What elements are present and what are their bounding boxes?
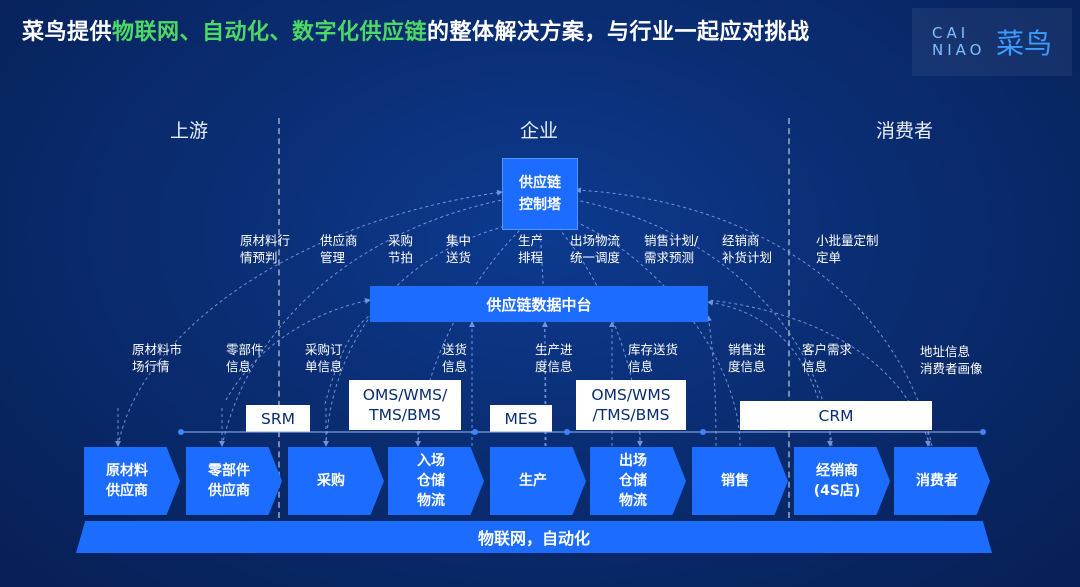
- system-oms-outbound: OMS/WMS /TMS/BMS: [576, 380, 686, 430]
- mid-label: 采购订 单信息: [305, 342, 343, 374]
- section-upstream: 上游: [170, 120, 209, 142]
- stage-raw-material-supplier: 原材料 供应商: [84, 447, 180, 515]
- page-title: 菜鸟提供物联网、自动化、数字化供应链的整体解决方案，与行业一起应对挑战: [22, 14, 810, 46]
- top-label: 集中 送货: [446, 233, 472, 265]
- divider-right: [788, 118, 790, 518]
- mid-label: 生产进 度信息: [535, 342, 573, 374]
- bus-dot: [472, 429, 478, 435]
- stage-production: 生产: [490, 447, 586, 515]
- system-bus-line: [180, 431, 984, 433]
- top-label: 生产 排程: [518, 233, 544, 265]
- top-label: 原材料行 情预判: [240, 233, 291, 265]
- mid-label: 送货 信息: [442, 342, 468, 374]
- divider-left: [278, 118, 280, 518]
- stage-procurement: 采购: [288, 447, 384, 515]
- top-label: 采购 节拍: [388, 233, 414, 265]
- stage-sales: 销售: [692, 447, 788, 515]
- top-label: 供应商 管理: [320, 233, 358, 265]
- mid-label: 地址信息 消费者画像: [920, 344, 983, 376]
- data-platform: 供应链数据中台: [370, 286, 708, 322]
- stage-outbound-logistics: 出场 仓储 物流: [590, 447, 686, 515]
- bus-dot: [700, 429, 706, 435]
- system-mes: MES: [490, 405, 552, 432]
- bus-dot: [980, 429, 986, 435]
- stage-consumer: 消费者: [894, 447, 990, 515]
- top-label: 经销商 补货计划: [722, 233, 773, 265]
- stage-dealer: 经销商 (4S店): [794, 447, 890, 515]
- top-label: 出场物流 统一调度: [570, 233, 621, 265]
- cainiao-logo: CAI NIAO 菜鸟: [912, 8, 1072, 76]
- top-label: 小批量定制 定单: [816, 233, 879, 265]
- mid-label: 零部件 信息: [226, 342, 264, 374]
- iot-automation-base: 物联网，自动化: [76, 521, 992, 553]
- section-enterprise: 企业: [520, 120, 559, 142]
- section-consumer: 消费者: [876, 120, 934, 142]
- logo-cn: 菜鸟: [995, 27, 1052, 60]
- logo-en: CAI NIAO: [931, 24, 986, 59]
- stage-inbound-logistics: 入场 仓储 物流: [388, 447, 484, 515]
- title-part-1: 菜鸟提供: [22, 20, 113, 45]
- system-oms-inbound: OMS/WMS/ TMS/BMS: [349, 380, 461, 430]
- top-label: 销售计划/ 需求预测: [644, 233, 699, 265]
- bus-dot: [564, 429, 570, 435]
- bus-dot: [178, 429, 184, 435]
- mid-label: 销售进 度信息: [728, 342, 766, 374]
- title-highlight: 物联网、自动化、数字化供应链: [112, 20, 428, 45]
- mid-label: 客户需求 信息: [802, 342, 853, 374]
- system-srm: SRM: [246, 405, 310, 432]
- mid-label: 库存送货 信息: [628, 342, 679, 374]
- mid-label: 原材料市 场行情: [132, 342, 183, 374]
- control-tower: 供应链 控制塔: [502, 158, 578, 230]
- system-crm: CRM: [740, 401, 932, 430]
- title-part-2: 的整体解决方案，与行业一起应对挑战: [427, 20, 810, 45]
- stage-parts-supplier: 零部件 供应商: [186, 447, 282, 515]
